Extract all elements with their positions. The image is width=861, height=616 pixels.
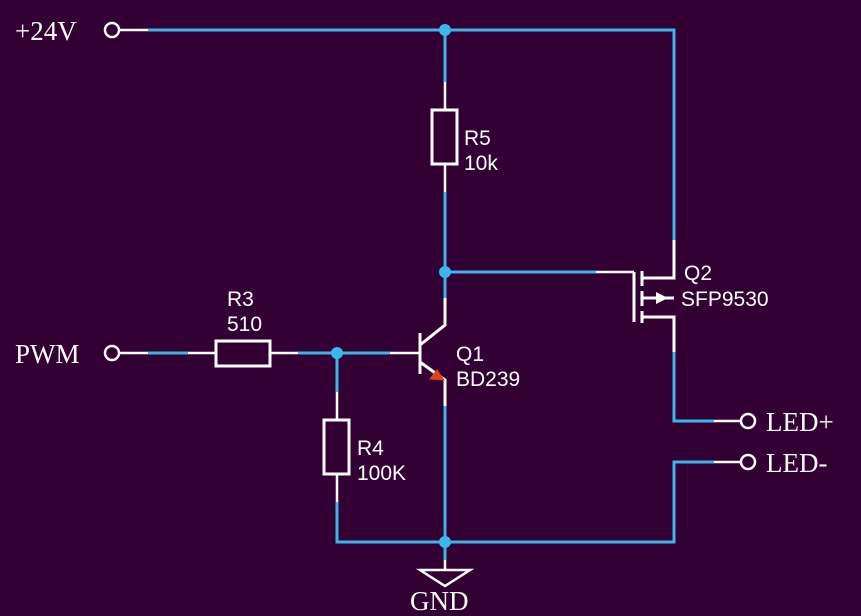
resistor-ref: R4 bbox=[357, 437, 384, 460]
port-vplus: +24V bbox=[15, 16, 148, 46]
resistor-r3: R3 510 bbox=[188, 288, 298, 368]
junction-dot bbox=[439, 266, 451, 278]
junction-dot bbox=[439, 536, 451, 548]
junctions bbox=[331, 24, 451, 548]
port-led-plus: LED+ bbox=[714, 407, 834, 437]
resistor-r4: R4 100K bbox=[322, 392, 406, 502]
drain-lead bbox=[642, 315, 676, 352]
resistor-body bbox=[214, 339, 272, 368]
collector-lead bbox=[419, 298, 447, 347]
port-led-minus: LED- bbox=[714, 448, 827, 478]
mosfet-part: SFP9530 bbox=[681, 288, 769, 311]
junction-dot bbox=[331, 347, 343, 359]
mosfet-ref: Q2 bbox=[684, 262, 712, 285]
port-terminal bbox=[739, 453, 757, 471]
port-terminal bbox=[103, 344, 121, 362]
ground-label: GND bbox=[410, 586, 469, 616]
ground-symbol: GND bbox=[410, 560, 475, 616]
port-label: PWM bbox=[15, 339, 80, 369]
resistor-ref: R3 bbox=[227, 288, 254, 311]
wire-vplus-rail bbox=[148, 28, 676, 240]
emitter-arrow-icon bbox=[429, 369, 446, 381]
emitter-lead bbox=[419, 360, 447, 406]
port-label: LED+ bbox=[766, 407, 834, 437]
resistor-body bbox=[430, 108, 459, 166]
body-arrow-icon bbox=[656, 292, 668, 304]
source-lead bbox=[642, 240, 676, 280]
resistor-value: 100K bbox=[357, 462, 406, 485]
resistor-ref: R5 bbox=[464, 127, 491, 150]
wires bbox=[148, 28, 714, 560]
transistor-ref: Q1 bbox=[456, 343, 484, 366]
resistor-value: 510 bbox=[227, 313, 262, 336]
resistor-body bbox=[322, 418, 351, 476]
resistor-r5: R5 10k bbox=[430, 82, 498, 192]
resistor-value: 10k bbox=[464, 152, 498, 175]
port-label: +24V bbox=[15, 16, 77, 46]
wire-led-plus bbox=[672, 352, 714, 423]
ground-icon bbox=[415, 568, 475, 588]
junction-dot bbox=[439, 24, 451, 36]
mosfet-q2: Q2 SFP9530 bbox=[596, 240, 769, 352]
port-label: LED- bbox=[766, 448, 827, 478]
wire-ground-return bbox=[335, 460, 714, 544]
port-pwm: PWM bbox=[15, 339, 148, 369]
port-terminal bbox=[739, 412, 757, 430]
transistor-part: BD239 bbox=[456, 368, 520, 391]
port-terminal bbox=[103, 21, 121, 39]
transistor-q1: Q1 BD239 bbox=[390, 298, 520, 406]
